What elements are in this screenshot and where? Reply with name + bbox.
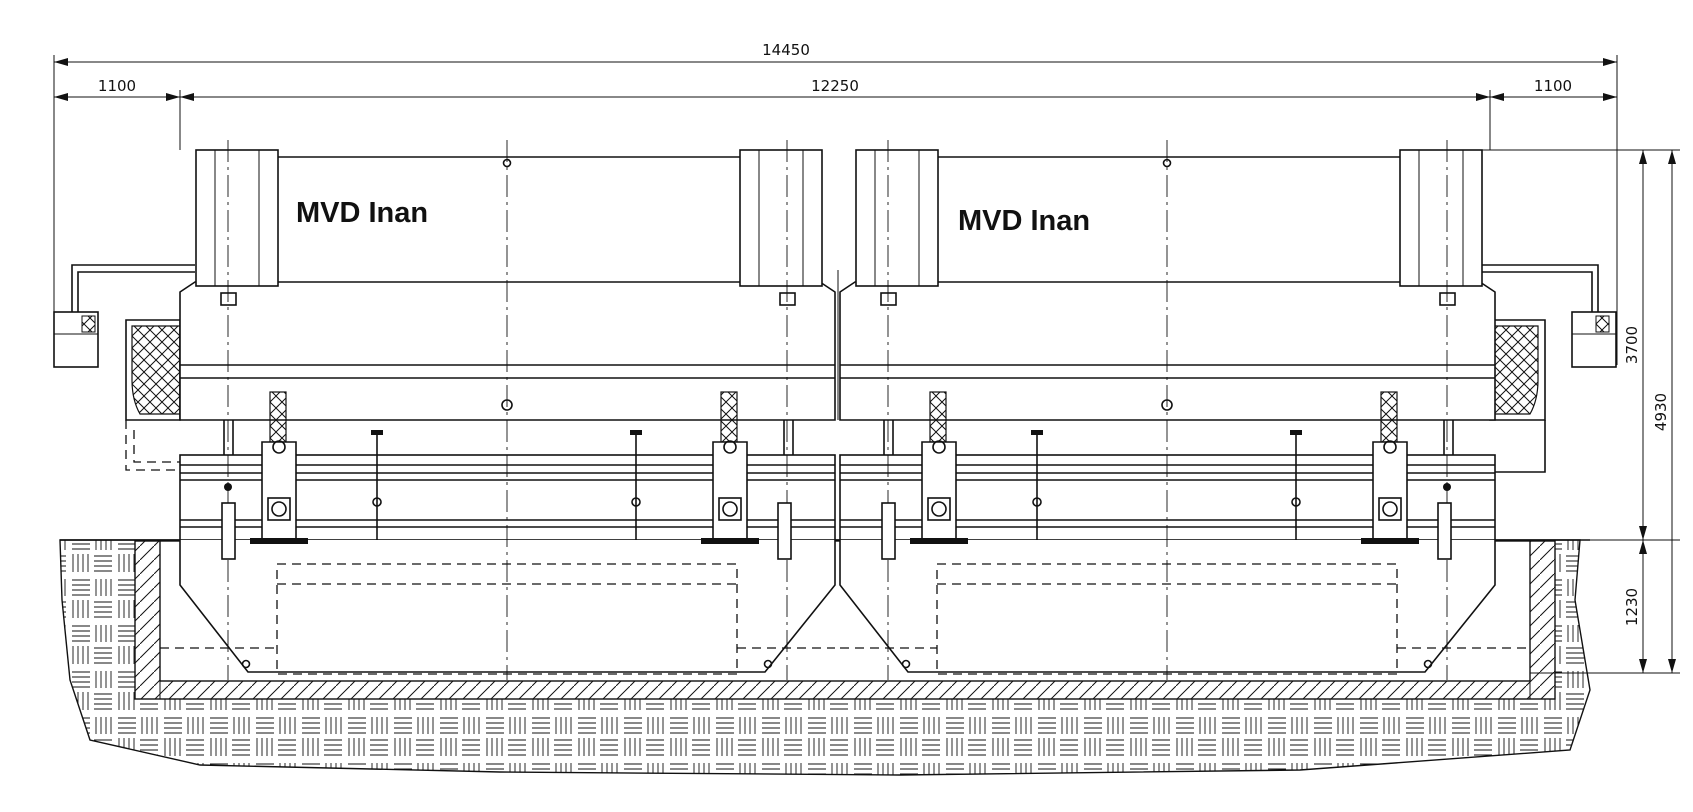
back-gauge-right-2 xyxy=(1361,391,1419,544)
right-safety-guard xyxy=(1489,319,1546,473)
right-control-panel xyxy=(1475,264,1617,368)
dimension-total-height: 4930 xyxy=(1652,393,1670,431)
dimension-pit-depth: 1230 xyxy=(1623,588,1641,626)
left-machine-brand-label: MVD Inan xyxy=(296,197,428,229)
left-safety-guard xyxy=(125,319,181,471)
dimension-side-left: 1100 xyxy=(98,77,136,95)
back-gauge-right-1 xyxy=(910,391,968,544)
right-press-brake xyxy=(839,140,1530,680)
dimension-side-right: 1100 xyxy=(1534,77,1572,95)
dimension-lines xyxy=(53,55,1680,674)
left-press-brake xyxy=(160,140,836,680)
dimension-height-above-floor: 3700 xyxy=(1623,326,1641,364)
left-control-panel xyxy=(53,264,195,368)
dimension-main-width: 12250 xyxy=(811,77,859,95)
dimension-overall-width: 14450 xyxy=(762,41,810,59)
right-machine-brand-label: MVD Inan xyxy=(958,205,1090,237)
back-gauge-left-1 xyxy=(250,391,308,544)
back-gauge-left-2 xyxy=(701,391,759,544)
